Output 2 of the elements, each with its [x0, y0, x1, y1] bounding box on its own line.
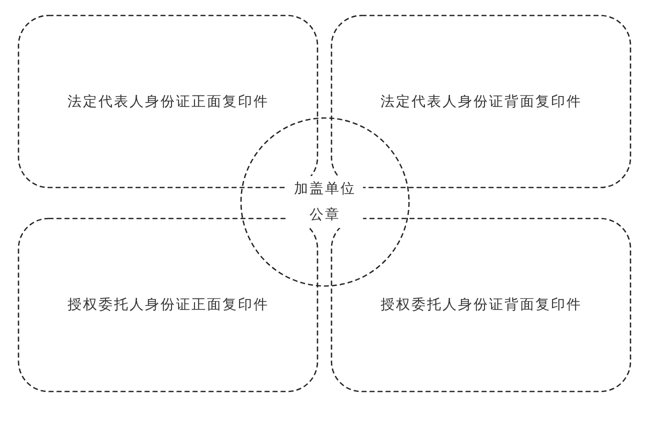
- node-label: 加盖单位公章: [287, 176, 363, 228]
- stamp-circle: [240, 117, 410, 287]
